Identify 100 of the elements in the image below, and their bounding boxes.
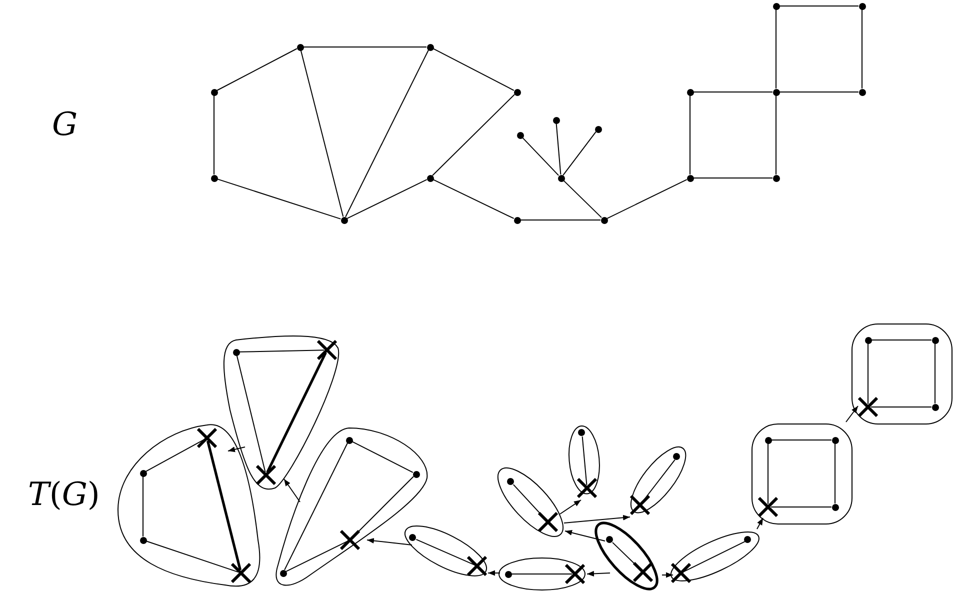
bag-outline <box>594 521 660 591</box>
graph-edge <box>562 131 596 176</box>
graph-edge <box>146 438 205 472</box>
graph-label: G <box>52 108 78 140</box>
graph-edge <box>563 180 602 218</box>
vertex-dot <box>832 504 838 510</box>
graph-edge <box>216 48 298 91</box>
vertex-dot <box>232 348 240 356</box>
graph-edge <box>432 48 514 91</box>
graph-edge <box>556 122 562 176</box>
graph-edge <box>432 179 514 219</box>
vertex-dot <box>558 174 564 182</box>
vertex-dot <box>686 88 694 96</box>
vertex-dot <box>210 88 218 96</box>
graph-edge <box>146 540 239 573</box>
vertex-dot <box>932 336 938 344</box>
bag-outline <box>497 556 587 592</box>
graph-edge <box>236 354 266 473</box>
bag-outline <box>566 424 602 496</box>
arrow <box>586 570 610 576</box>
vertex-dot <box>932 404 938 410</box>
arrow <box>564 514 630 524</box>
graph-edge <box>239 350 324 352</box>
vertex-dot <box>864 336 872 344</box>
vertex-dot <box>594 126 602 132</box>
vertex-dot <box>516 132 524 138</box>
graph-edge <box>606 179 688 219</box>
vertex-dot <box>578 429 586 436</box>
vertex-dot <box>673 453 680 460</box>
vertex-dot <box>686 174 694 182</box>
cross-mark <box>758 497 778 517</box>
vertex-dot <box>514 216 520 224</box>
cross-mark <box>538 512 558 532</box>
graph-edge <box>416 538 475 566</box>
cross-mark <box>340 530 360 550</box>
arrow <box>228 446 246 452</box>
cross-mark <box>231 563 251 583</box>
graph-edge <box>345 50 429 218</box>
vertex-dot <box>600 216 608 224</box>
vertex-dot <box>140 536 146 544</box>
graph-edge <box>286 540 348 572</box>
bag-outline <box>669 530 761 582</box>
graph-edge <box>300 50 344 218</box>
cross-mark <box>632 562 653 582</box>
graph-edge <box>683 541 746 572</box>
vertex-dot <box>296 44 304 50</box>
vertex-dot <box>552 116 560 124</box>
graph-label: T(G) <box>28 478 100 510</box>
cross-mark <box>317 340 337 360</box>
graph-edge <box>266 352 327 473</box>
cross-mark <box>670 562 691 583</box>
vertex-dot <box>858 88 866 96</box>
vertex-dot <box>832 436 838 444</box>
graph-edge <box>303 46 427 48</box>
bag-outline <box>851 323 953 425</box>
cross-mark <box>630 494 650 515</box>
graph-edge <box>216 178 342 220</box>
vertex-dot <box>772 2 780 10</box>
arrow <box>366 538 412 546</box>
vertex-dot <box>426 174 434 182</box>
arrow <box>662 572 674 578</box>
vertex-dot <box>772 88 780 96</box>
vertex-dot <box>340 216 348 224</box>
cross-mark <box>466 556 487 576</box>
vertex-dot <box>210 174 218 182</box>
bag-outline <box>496 466 564 538</box>
cross-mark <box>576 478 597 498</box>
arrow <box>756 518 764 530</box>
vertex-dot <box>280 570 286 576</box>
vertex-dot <box>764 436 772 444</box>
arrow <box>488 570 500 576</box>
vertex-dot <box>858 2 866 10</box>
graph-edge <box>870 406 932 408</box>
arrow <box>564 530 606 542</box>
graph-edge <box>206 440 242 570</box>
vertex-dot <box>140 470 146 476</box>
cross-mark <box>197 428 217 448</box>
cross-mark <box>858 397 878 417</box>
vertex-dot <box>744 536 752 544</box>
vertex-dot <box>514 88 520 96</box>
cross-mark <box>565 564 585 584</box>
graph-edge <box>432 94 515 176</box>
arrow <box>284 478 300 502</box>
graph-edge <box>522 137 560 176</box>
cross-mark <box>256 465 276 485</box>
vertex-dot <box>504 570 512 578</box>
bag-outline <box>628 445 688 515</box>
graph-edge <box>934 343 936 404</box>
bag-outline <box>403 524 489 578</box>
graph-edge <box>352 441 414 473</box>
arrow <box>560 500 582 514</box>
vertex-dot <box>346 436 352 444</box>
graph-edge <box>770 506 832 508</box>
vertex-dot <box>412 470 420 478</box>
vertex-dot <box>507 478 514 486</box>
vertex-dot <box>426 44 434 50</box>
vertex-dot <box>772 174 780 182</box>
vertex-dot <box>606 536 614 544</box>
graph-edge <box>284 442 348 570</box>
graph-edge <box>834 443 836 504</box>
